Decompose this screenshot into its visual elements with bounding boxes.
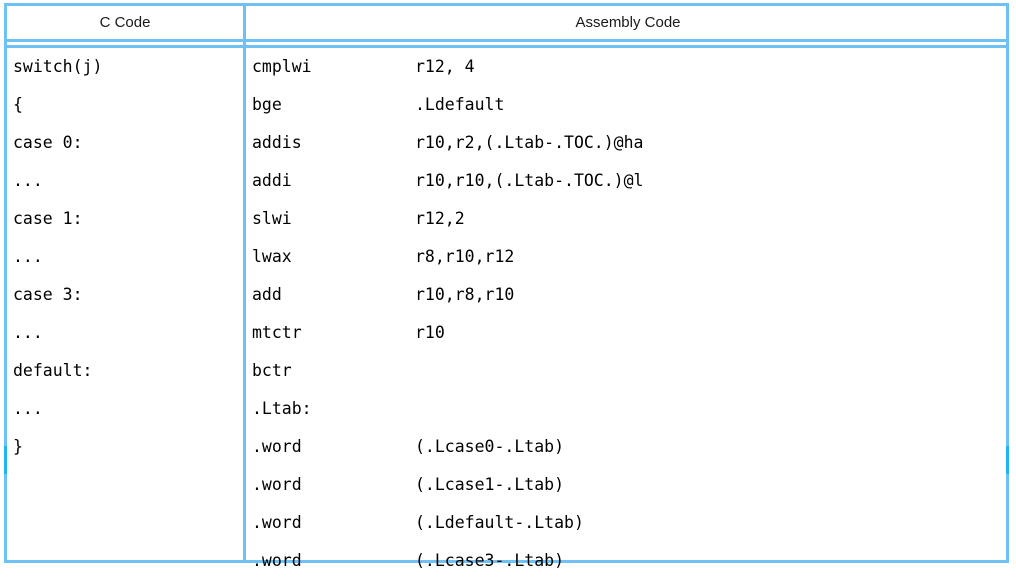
assembly-mnemonic: .word <box>252 513 302 532</box>
assembly-operands: (.Lcase0-.Ltab) <box>415 437 565 456</box>
assembly-mnemonic: .word <box>252 475 302 494</box>
c-code-text: } <box>13 437 23 456</box>
c-code-line: case 3: <box>7 276 243 314</box>
assembly-line: bge .Ldefault <box>246 86 1009 124</box>
assembly-mnemonic: addis <box>252 133 302 152</box>
assembly-operands: r10,r8,r10 <box>415 285 515 304</box>
c-code-line: default: <box>7 352 243 390</box>
assembly-operands: (.Lcase3-.Ltab) <box>415 551 565 570</box>
assembly-line: .Ltab: <box>246 390 1009 428</box>
right-border-accent <box>1006 446 1009 474</box>
header-rule-upper <box>7 39 1006 42</box>
assembly-line: .word (.Lcase0-.Ltab) <box>246 428 1009 466</box>
assembly-label: .Ltab: <box>252 399 312 418</box>
c-code-line: } <box>7 428 243 466</box>
c-code-column: switch(j) { case 0: ... case 1: ... case… <box>7 48 243 560</box>
c-code-text: switch(j) <box>13 57 103 76</box>
c-code-text: default: <box>13 361 93 380</box>
column-header-assembly-code: Assembly Code <box>575 14 681 31</box>
column-divider <box>243 6 246 560</box>
c-code-text: ... <box>13 323 43 342</box>
assembly-line: addis r10,r2,(.Ltab-.TOC.)@ha <box>246 124 1009 162</box>
c-code-line: { <box>7 86 243 124</box>
assembly-mnemonic: .word <box>252 551 302 570</box>
c-code-text: ... <box>13 399 43 418</box>
c-code-text: case 3: <box>13 285 83 304</box>
assembly-operands: r10,r10,(.Ltab-.TOC.)@l <box>415 171 644 190</box>
code-comparison-table: C Code Assembly Code switch(j) { case 0:… <box>4 3 1009 570</box>
assembly-mnemonic: bctr <box>252 361 292 380</box>
assembly-line: .word (.Ldefault-.Ltab) <box>246 504 1009 542</box>
assembly-mnemonic: .word <box>252 437 302 456</box>
assembly-mnemonic: cmplwi <box>252 57 312 76</box>
c-code-text: ... <box>13 171 43 190</box>
c-code-line: ... <box>7 162 243 200</box>
header-rule-lower <box>7 45 1006 48</box>
assembly-mnemonic: lwax <box>252 247 292 266</box>
assembly-operands: r12,2 <box>415 209 465 228</box>
c-code-text: case 1: <box>13 209 83 228</box>
assembly-mnemonic: add <box>252 285 282 304</box>
assembly-mnemonic: slwi <box>252 209 292 228</box>
c-code-line: ... <box>7 314 243 352</box>
assembly-mnemonic: addi <box>252 171 292 190</box>
c-code-text: ... <box>13 247 43 266</box>
assembly-mnemonic: mtctr <box>252 323 302 342</box>
assembly-line: bctr <box>246 352 1009 390</box>
assembly-line: lwax r8,r10,r12 <box>246 238 1009 276</box>
assembly-line: .word (.Lcase1-.Ltab) <box>246 466 1009 504</box>
c-code-line: switch(j) <box>7 48 243 86</box>
assembly-line: add r10,r8,r10 <box>246 276 1009 314</box>
assembly-operands: .Ldefault <box>415 95 505 114</box>
assembly-operands: r10 <box>415 323 445 342</box>
assembly-line: addi r10,r10,(.Ltab-.TOC.)@l <box>246 162 1009 200</box>
c-code-line: case 0: <box>7 124 243 162</box>
c-code-text: case 0: <box>13 133 83 152</box>
assembly-line: .word (.Lcase3-.Ltab) <box>246 542 1009 580</box>
assembly-line: mtctr r10 <box>246 314 1009 352</box>
left-border-accent <box>4 446 7 474</box>
assembly-line: slwi r12,2 <box>246 200 1009 238</box>
c-code-line: ... <box>7 390 243 428</box>
assembly-operands: r8,r10,r12 <box>415 247 515 266</box>
assembly-line: cmplwi r12, 4 <box>246 48 1009 86</box>
table-body: switch(j) { case 0: ... case 1: ... case… <box>7 48 1009 570</box>
c-code-text: { <box>13 95 23 114</box>
assembly-operands: (.Lcase1-.Ltab) <box>415 475 565 494</box>
assembly-operands: r12, 4 <box>415 57 475 76</box>
column-header-c-code: C Code <box>99 14 151 31</box>
assembly-code-column: cmplwi r12, 4 bge .Ldefault addis r10,r2… <box>246 48 1009 570</box>
assembly-operands: (.Ldefault-.Ltab) <box>415 513 584 532</box>
assembly-operands: r10,r2,(.Ltab-.TOC.)@ha <box>415 133 644 152</box>
c-code-line: ... <box>7 238 243 276</box>
c-code-line: case 1: <box>7 200 243 238</box>
assembly-mnemonic: bge <box>252 95 282 114</box>
table-header-row: C Code Assembly Code <box>7 6 1006 39</box>
